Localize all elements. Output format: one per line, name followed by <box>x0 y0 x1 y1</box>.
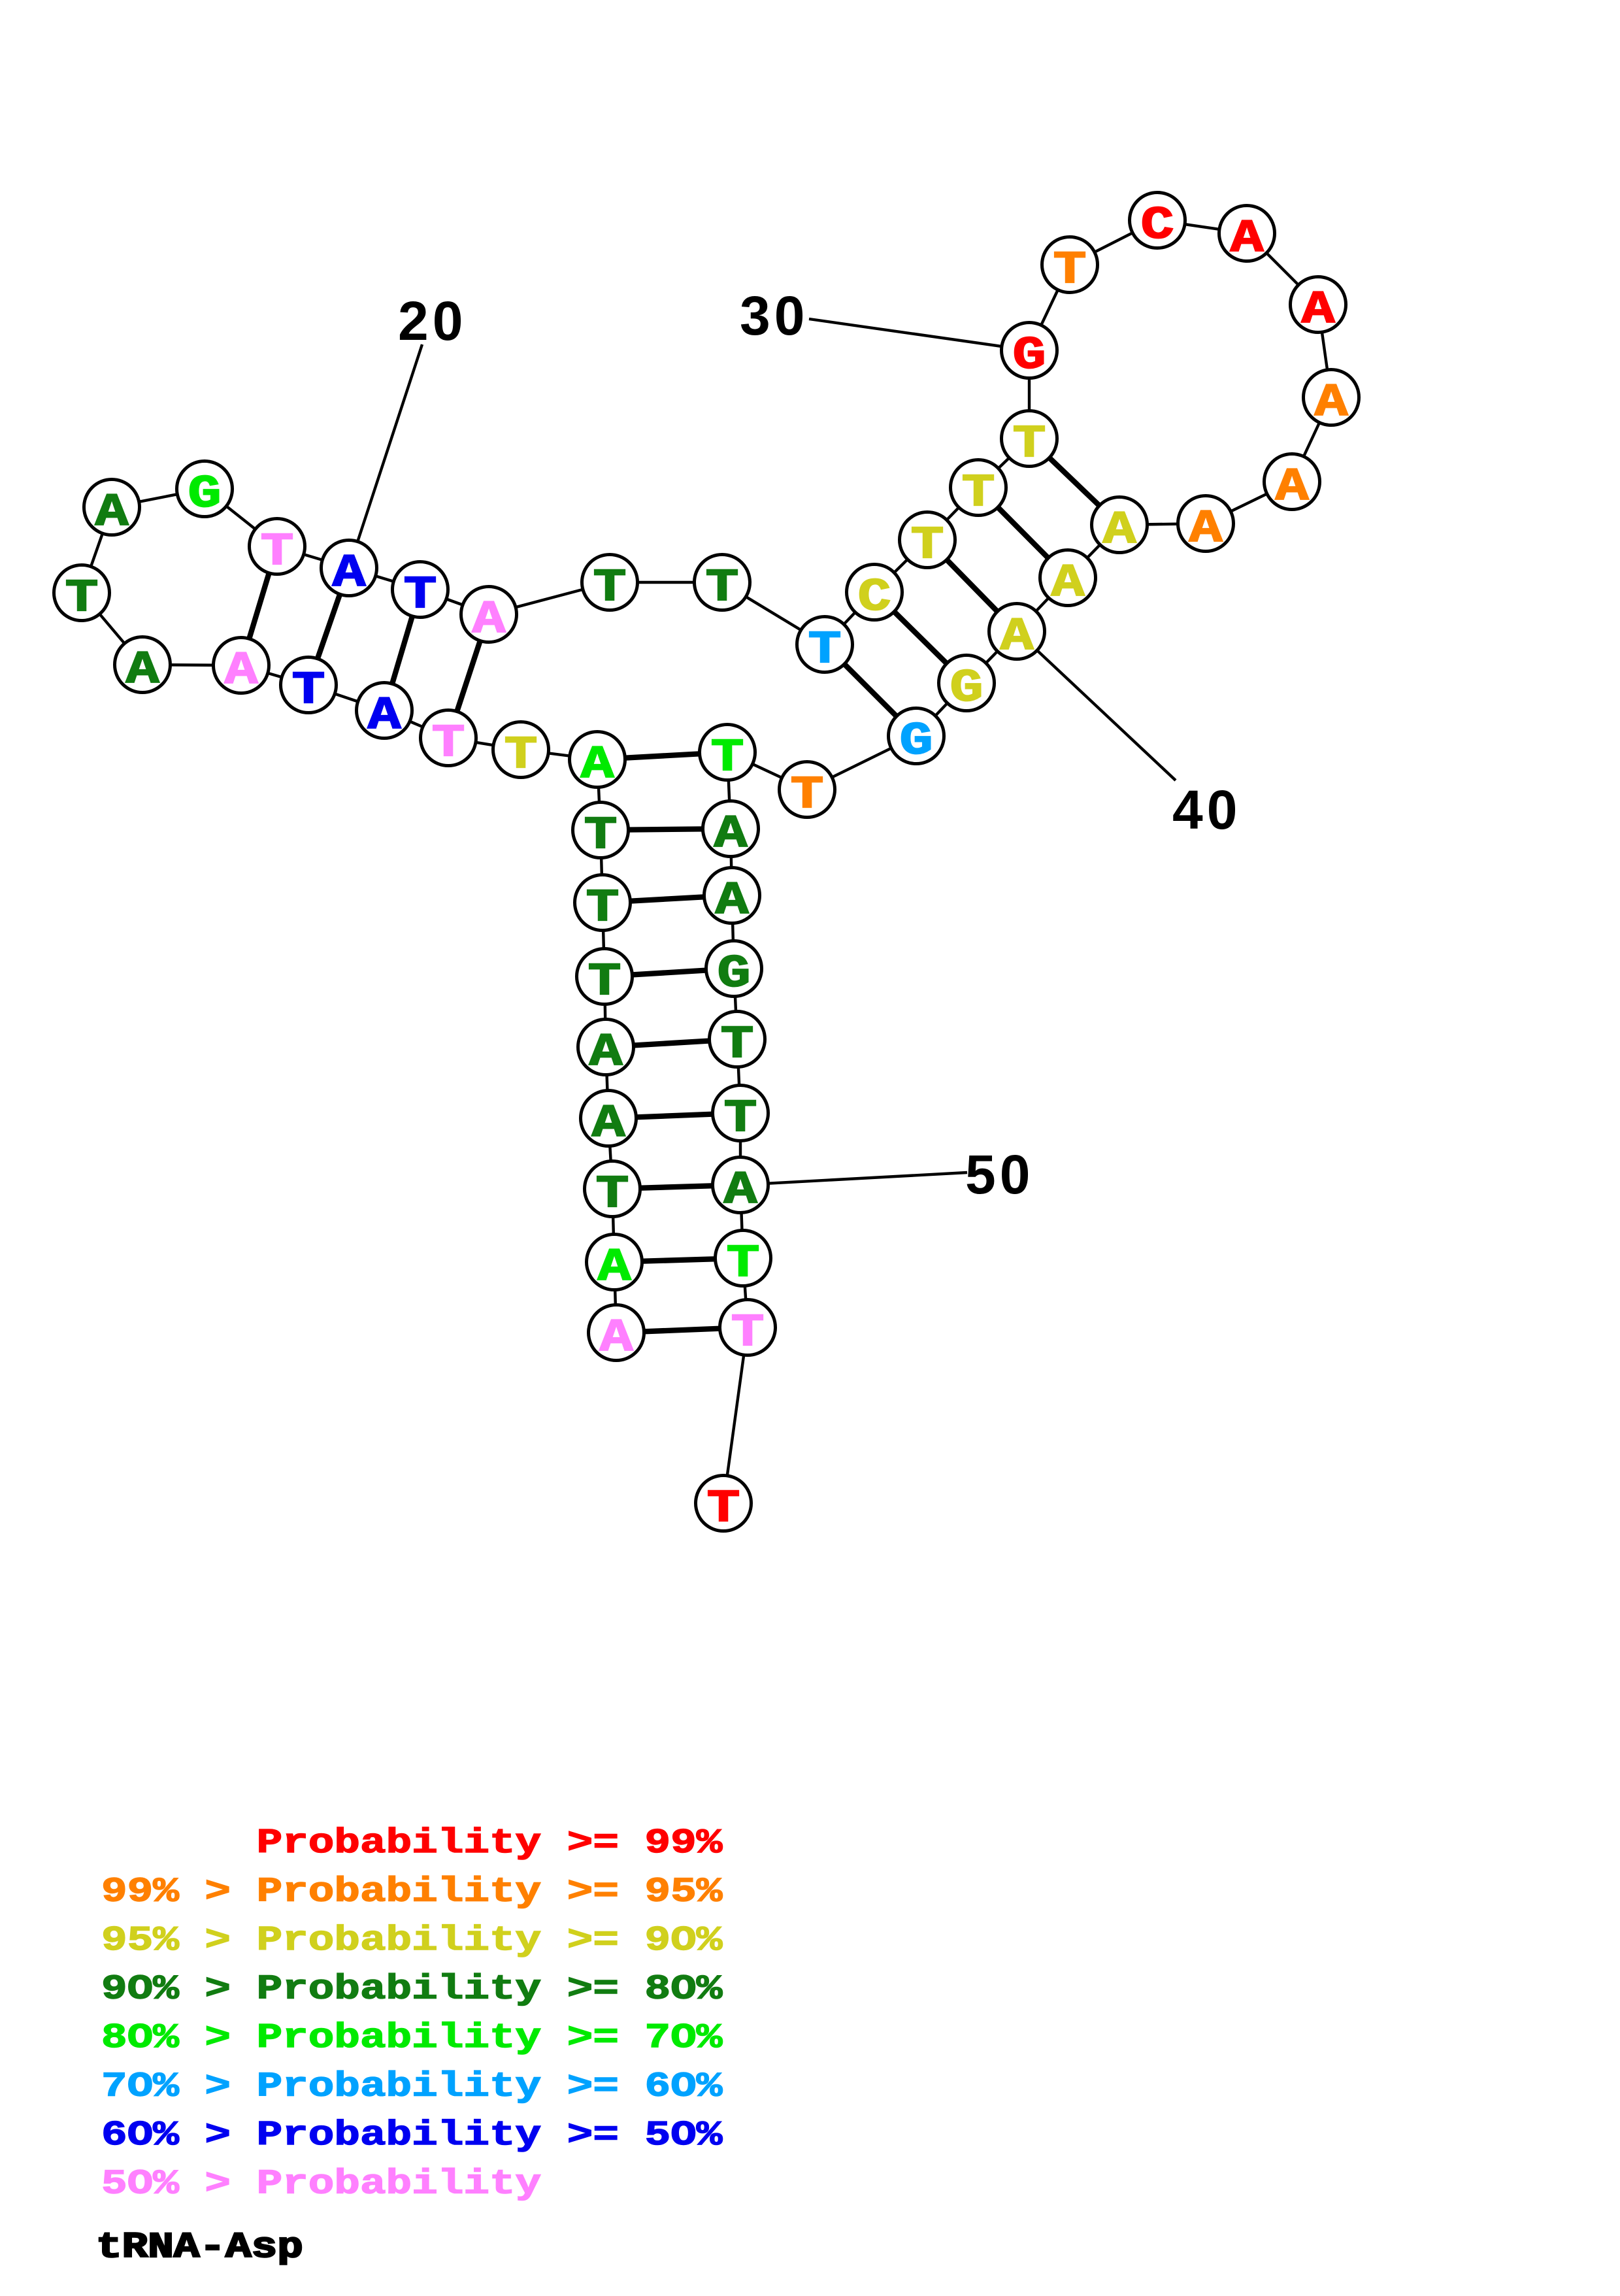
svg-text:A: A <box>1230 213 1263 265</box>
svg-text:A: A <box>224 645 257 697</box>
svg-text:A: A <box>367 690 401 742</box>
svg-text:A: A <box>597 1242 631 1294</box>
svg-text:A: A <box>332 548 365 600</box>
svg-text:A: A <box>1102 505 1136 557</box>
svg-text:tRNA-Asp: tRNA-Asp <box>96 2228 303 2268</box>
svg-text:A: A <box>589 1027 622 1079</box>
svg-text:A: A <box>1189 503 1222 556</box>
svg-text:T: T <box>65 573 98 625</box>
svg-text:A: A <box>125 644 159 697</box>
svg-text:C: C <box>857 572 891 624</box>
svg-text:A: A <box>1000 611 1033 663</box>
svg-text:G: G <box>1012 330 1046 382</box>
svg-text:T: T <box>403 569 437 622</box>
svg-text:99% > Probability >= 95%: 99% > Probability >= 95% <box>101 1872 722 1911</box>
svg-text:T: T <box>593 562 626 614</box>
svg-text:A: A <box>715 875 748 927</box>
svg-text:C: C <box>1140 200 1174 252</box>
svg-text:9O% > Probability >= 8O%: 9O% > Probability >= 8O% <box>101 1969 722 2008</box>
svg-text:T: T <box>808 624 841 676</box>
svg-text:T: T <box>291 665 325 717</box>
svg-text:T: T <box>1012 418 1046 471</box>
svg-text:95% > Probability >= 9O%: 95% > Probability >= 9O% <box>101 1921 722 1960</box>
svg-text:A: A <box>1275 461 1308 514</box>
svg-text:A: A <box>591 1098 625 1150</box>
svg-text:A: A <box>580 739 614 791</box>
svg-text:T: T <box>726 1238 759 1290</box>
svg-text:T: T <box>504 729 537 782</box>
svg-text:A: A <box>472 594 505 646</box>
svg-text:Probability >= 99%: Probability >= 99% <box>257 1823 723 1863</box>
svg-text:G: G <box>950 663 983 715</box>
svg-text:G: G <box>717 948 750 1001</box>
svg-text:G: G <box>188 469 221 521</box>
svg-text:T: T <box>587 956 621 1008</box>
svg-text:A: A <box>95 487 128 539</box>
svg-text:T: T <box>1053 244 1086 297</box>
svg-text:G: G <box>899 716 933 768</box>
svg-text:A: A <box>714 808 747 861</box>
svg-text:T: T <box>584 810 617 862</box>
svg-text:T: T <box>710 732 744 784</box>
svg-text:T: T <box>586 882 619 935</box>
svg-text:A: A <box>1301 284 1334 337</box>
svg-text:T: T <box>705 562 738 614</box>
svg-text:T: T <box>595 1169 629 1221</box>
svg-text:T: T <box>790 769 823 822</box>
svg-text:T: T <box>431 718 465 770</box>
svg-text:T: T <box>720 1019 753 1071</box>
svg-text:T: T <box>731 1307 764 1359</box>
svg-text:A: A <box>1314 377 1347 429</box>
svg-text:T: T <box>723 1093 757 1145</box>
svg-text:30: 30 <box>740 285 808 346</box>
svg-text:8O% > Probability >= 7O%: 8O% > Probability >= 7O% <box>101 2018 722 2057</box>
svg-text:T: T <box>260 526 293 578</box>
svg-text:7O% > Probability >= 6O%: 7O% > Probability >= 6O% <box>101 2067 722 2106</box>
svg-text:40: 40 <box>1172 779 1241 840</box>
svg-text:20: 20 <box>398 290 467 352</box>
svg-text:50: 50 <box>965 1144 1034 1205</box>
svg-text:T: T <box>961 467 995 520</box>
svg-text:5O% > Probability: 5O% > Probability <box>101 2164 541 2203</box>
svg-text:T: T <box>910 520 944 572</box>
svg-text:6O% > Probability >= 5O%: 6O% > Probability >= 5O% <box>101 2116 722 2155</box>
svg-text:A: A <box>723 1165 757 1217</box>
svg-text:T: T <box>706 1483 740 1535</box>
svg-text:A: A <box>599 1312 633 1365</box>
svg-text:A: A <box>1051 557 1084 610</box>
